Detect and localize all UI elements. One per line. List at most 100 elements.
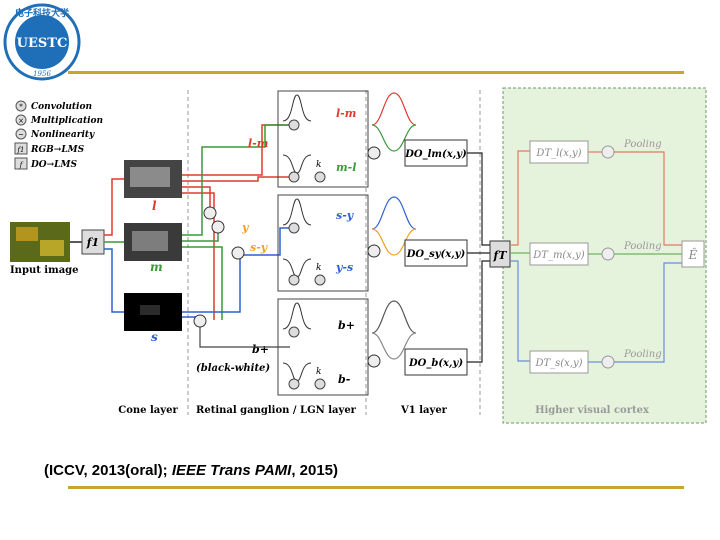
citation-post: , 2015) — [291, 462, 339, 479]
ganglion-label-y: y — [241, 221, 250, 234]
v1-curve-bw-upper — [371, 300, 417, 334]
section-label-higher: Higher visual cortex — [535, 405, 650, 416]
wire-m-upper — [182, 124, 294, 236]
v1-curve-lm-red — [371, 92, 417, 126]
curve-lm-on — [282, 94, 312, 122]
ganglion-bw-note: (black-white) — [196, 363, 270, 374]
wire-l-to-bw — [182, 192, 215, 320]
v1-curve-lm-green — [371, 124, 417, 152]
pooling-label-m: Pooling — [623, 241, 662, 252]
legend-symbol-2: ~ — [18, 131, 24, 139]
op-conv-6 — [288, 378, 300, 390]
top-divider — [68, 71, 684, 74]
pooling-label-l: Pooling — [623, 139, 662, 150]
ft-block — [489, 240, 511, 268]
wire-f1-l — [104, 178, 124, 236]
do-box-lm — [404, 139, 468, 167]
uestc-logo: UESTC 1956 电子科技大学 — [3, 3, 81, 81]
k-label-1: k — [316, 160, 321, 170]
legend-label-1: Multiplication — [30, 116, 103, 126]
do-label-sy: DO_sy(x,y) — [406, 249, 466, 260]
v1-sum-sy — [367, 244, 381, 258]
legend: * Convolution × Multiplication ~ Nonline… — [14, 100, 103, 170]
legend-symbol-multiplication — [15, 114, 27, 126]
section-label-cone: Cone layer — [118, 405, 178, 416]
op-conv-4 — [288, 274, 300, 286]
output-label: Ê — [688, 247, 698, 262]
op-conv-5 — [288, 326, 300, 338]
ganglion-label-bw: b+ — [252, 343, 269, 356]
pooling-label-s: Pooling — [623, 349, 662, 360]
legend-symbol-rgb-lms — [14, 142, 28, 155]
citation: (ICCV, 2013(oral); IEEE Trans PAMI, 2015… — [44, 462, 338, 479]
v1-curve-bw-lower — [371, 332, 417, 360]
v1-label-bminus: b- — [338, 373, 351, 386]
pool-node-m — [601, 247, 615, 261]
logo-ring-text: 电子科技大学 — [15, 7, 69, 19]
section-label-v1: V1 layer — [400, 405, 448, 416]
legend-symbol-3: f1 — [16, 146, 24, 154]
legend-label-4: DO→LMS — [30, 160, 77, 170]
curve-bw-off — [282, 362, 312, 382]
v1-curve-sy-blue — [371, 196, 417, 230]
f1-label: f1 — [86, 236, 99, 249]
curve-sy-off — [282, 258, 312, 278]
node-l-minus — [203, 206, 217, 220]
op-conv-3 — [288, 222, 300, 234]
wire-l-to-y — [182, 186, 211, 209]
wire-bw-out — [199, 327, 290, 348]
legend-symbol-4: f — [19, 161, 24, 169]
input-image-label: Input image — [10, 265, 79, 276]
dt-label-s: DT_s(x,y) — [534, 358, 582, 369]
legend-label-3: RGB→LMS — [30, 145, 85, 155]
citation-pre: (ICCV, 2013(oral); — [44, 462, 172, 479]
wire-ft-dts — [510, 260, 530, 362]
output-box — [681, 240, 705, 268]
citation-journal: IEEE Trans PAMI — [171, 462, 292, 479]
cone-image-s-detail — [140, 305, 160, 315]
do-box-sy — [404, 239, 468, 267]
cone-label-m: m — [150, 260, 163, 274]
legend-symbol-1: × — [18, 117, 24, 125]
op-conv-2 — [288, 171, 300, 183]
legend-label-0: Convolution — [31, 102, 92, 112]
v1-label-ml: m-l — [336, 161, 356, 174]
v1-sum-lm — [367, 146, 381, 160]
legend-symbol-do-lms — [14, 157, 28, 170]
wire-l-lower — [182, 176, 294, 182]
wire-f1-s — [104, 248, 124, 313]
wire-do-lm-ft — [467, 152, 490, 246]
section-label-ganglion: Retinal ganglion / LGN layer — [196, 405, 357, 416]
v1-label-ys: y-s — [335, 261, 353, 274]
op-mult-1 — [314, 171, 326, 183]
curve-bw-on — [282, 302, 312, 330]
cone-image-m-detail — [132, 231, 168, 251]
wire-do-b-ft — [467, 260, 490, 363]
wire-s-upper — [182, 227, 294, 313]
input-image-detail-1 — [16, 227, 38, 241]
dt-label-l: DT_l(x,y) — [535, 148, 581, 159]
v1-sum-bw — [367, 354, 381, 368]
v1-label-lm: l-m — [336, 107, 356, 120]
do-label-lm: DO_lm(x,y) — [404, 149, 467, 160]
rf-box-lm — [277, 90, 369, 188]
ganglion-label-sy: s-y — [250, 241, 269, 254]
wire-l-upper — [182, 124, 294, 176]
rf-curves — [282, 94, 312, 382]
wire-pool-l-out — [614, 151, 682, 246]
op-conv-1 — [288, 119, 300, 131]
rf-box-bw — [277, 298, 369, 396]
legend-symbol-0: * — [19, 103, 23, 111]
wire-pool-s-out — [614, 262, 682, 363]
pool-node-l — [601, 145, 615, 159]
legend-label-2: Nonlinearity — [30, 130, 95, 140]
dt-label-m: DT_m(x,y) — [532, 250, 585, 261]
cone-label-l: l — [152, 199, 157, 213]
v1-curve-sy-orange — [371, 228, 417, 256]
logo-year: 1956 — [33, 70, 51, 78]
cone-image-l-detail — [130, 167, 170, 187]
pool-node-s — [601, 355, 615, 369]
ganglion-label-lm: l-m — [248, 137, 268, 150]
logo-name: UESTC — [17, 36, 68, 51]
wire-ft-dtl — [510, 150, 530, 246]
